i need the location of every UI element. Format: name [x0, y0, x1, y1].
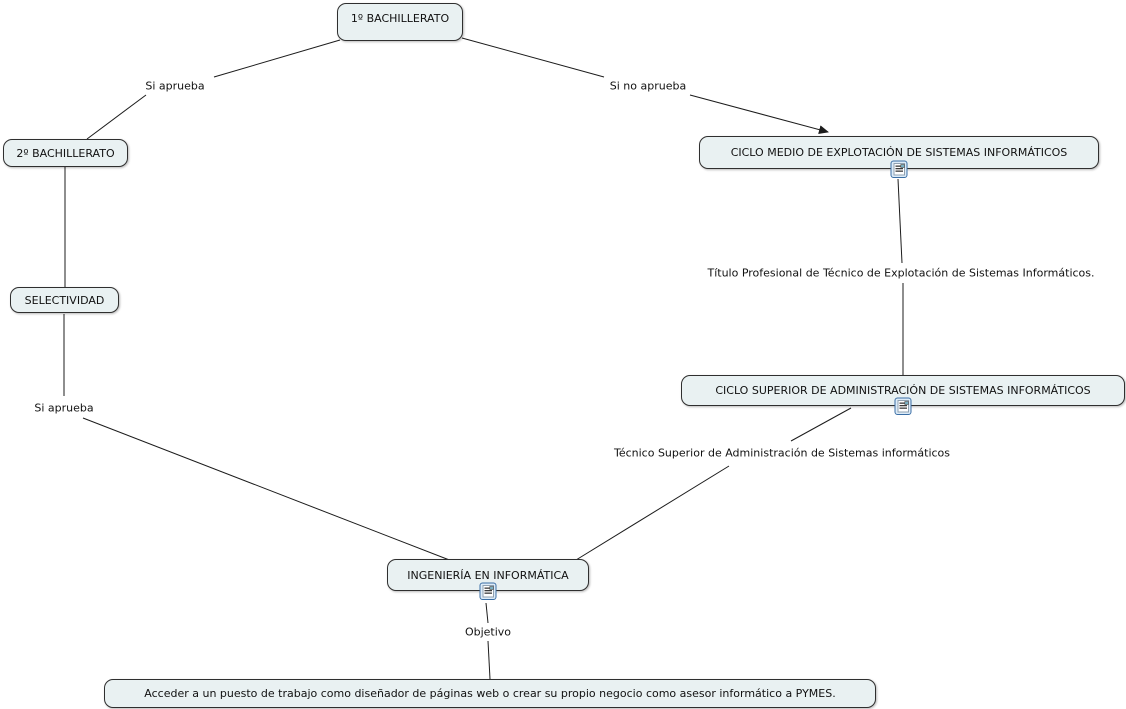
node-label: 2º BACHILLERATO	[16, 146, 115, 160]
connector-line	[575, 465, 730, 561]
concept-node-ciclo-medio[interactable]: CICLO MEDIO DE EXPLOTACIÓN DE SISTEMAS I…	[699, 136, 1099, 178]
link-phrase-si-aprueba-top[interactable]: Si aprueba	[142, 79, 208, 93]
node-label: Acceder a un puesto de trabajo como dise…	[144, 687, 836, 700]
link-phrase-si-no-aprueba[interactable]: Si no aprueba	[606, 79, 690, 93]
concept-node-ingenieria-informatica[interactable]: INGENIERÍA EN INFORMÁTICA	[387, 559, 589, 600]
concept-node-selectividad[interactable]: SELECTIVIDAD	[10, 287, 119, 313]
connector-line	[487, 640, 491, 680]
connector-line	[213, 39, 341, 78]
node-label: 1º BACHILLERATO	[350, 12, 450, 25]
link-phrase-objetivo[interactable]: Objetivo	[461, 625, 515, 639]
connector-line	[461, 37, 605, 78]
resource-icon[interactable]	[894, 397, 912, 416]
link-phrase-tecnico-superior[interactable]: Técnico Superior de Administración de Si…	[610, 446, 954, 460]
concept-node-ciclo-superior[interactable]: CICLO SUPERIOR DE ADMINISTRACIÓN DE SIST…	[681, 375, 1125, 415]
node-label: SELECTIVIDAD	[24, 293, 105, 307]
concept-node-objetivo-final[interactable]: Acceder a un puesto de trabajo como dise…	[104, 679, 876, 708]
resource-icon[interactable]	[890, 160, 908, 179]
connector-line	[485, 602, 489, 624]
resource-icon[interactable]	[479, 582, 497, 601]
connector-line	[86, 94, 147, 140]
node-label: CICLO SUPERIOR DE ADMINISTRACIÓN DE SIST…	[715, 384, 1091, 397]
connector-line	[897, 178, 903, 264]
connector-line	[82, 417, 453, 562]
connector-line	[790, 407, 852, 442]
node-label: INGENIERÍA EN INFORMÁTICA	[407, 568, 569, 582]
node-label: CICLO MEDIO DE EXPLOTACIÓN DE SISTEMAS I…	[730, 146, 1068, 159]
concept-node-1-bachillerato[interactable]: 1º BACHILLERATO	[337, 3, 463, 41]
connector-line-arrow	[689, 94, 829, 135]
link-phrase-si-aprueba-left[interactable]: Si aprueba	[31, 401, 97, 415]
link-phrase-titulo-profesional[interactable]: Título Profesional de Técnico de Explota…	[704, 266, 1098, 280]
concept-node-2-bachillerato[interactable]: 2º BACHILLERATO	[3, 139, 128, 167]
